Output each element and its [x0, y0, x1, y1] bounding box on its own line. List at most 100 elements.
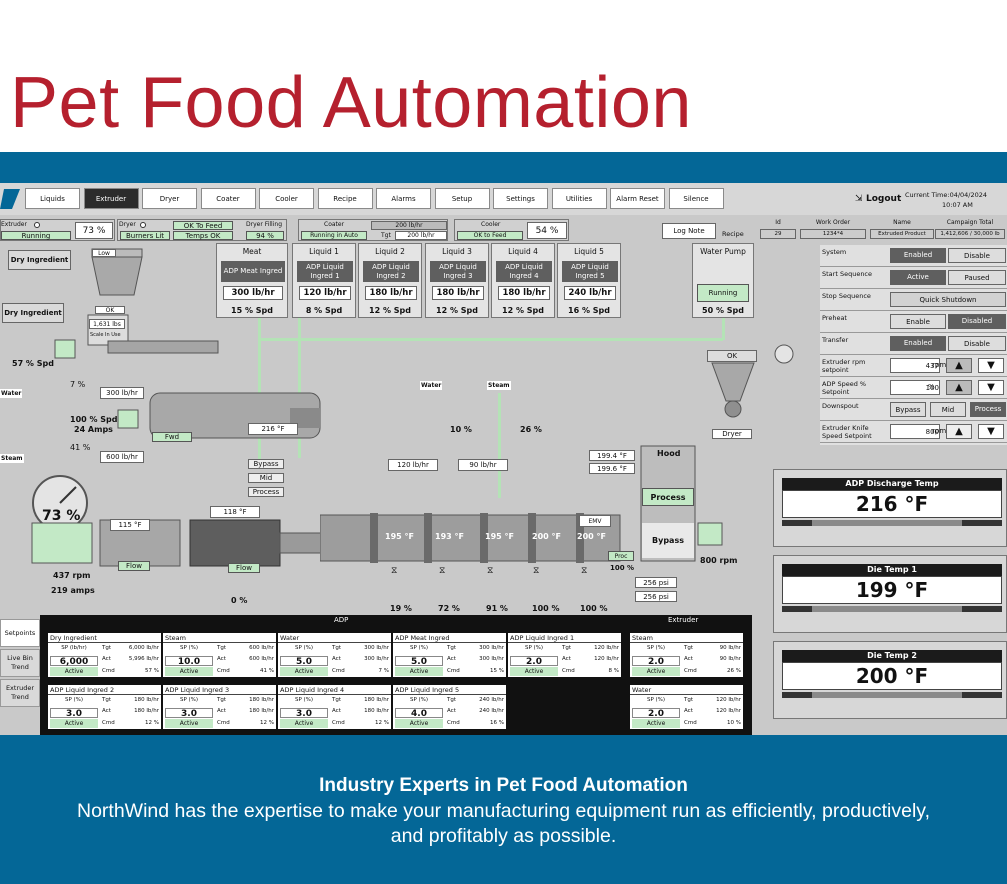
arrow-down-icon[interactable]: ▼	[978, 358, 1004, 373]
knife-rpm: 800 rpm	[700, 556, 738, 565]
water-line-rate: 120 lb/hr	[388, 459, 438, 471]
proc-indicator: Proc	[608, 551, 634, 561]
setpoint-input[interactable]: 3.0	[165, 708, 213, 719]
valve-icon: ⧖	[581, 566, 588, 576]
hood-temp-1: 199.4 °F	[589, 450, 635, 461]
tgt-label: Tgt	[217, 697, 227, 703]
arrow-up-icon[interactable]: ▲	[946, 380, 972, 395]
temp-bar	[782, 520, 1002, 526]
nav-tab-coater[interactable]: Coater	[200, 188, 256, 209]
downspout-mid-button[interactable]: Mid	[930, 402, 966, 417]
setpoint-input[interactable]: 5.0	[280, 656, 328, 667]
temp-value: 200 °F	[782, 662, 1002, 690]
nav-tab-silence[interactable]: Silence	[668, 188, 724, 209]
downspout-process-button[interactable]: Process	[970, 402, 1006, 417]
logout-button[interactable]: Logout	[866, 194, 902, 204]
setting-option-b[interactable]: Disabled	[948, 314, 1006, 329]
act-value: 600 lb/hr	[249, 656, 274, 662]
setpoint-input[interactable]: 2.0	[510, 656, 558, 667]
setting-option-b[interactable]: Disable	[948, 336, 1006, 351]
cmd-label: Cmd	[332, 720, 345, 726]
nav-tab-alarms[interactable]: Alarms	[376, 188, 431, 209]
card-speed: 12 % Spd	[369, 306, 411, 315]
setting-option-a[interactable]: Active	[890, 270, 946, 285]
setpoint-input[interactable]: 2.0	[632, 656, 680, 667]
nav-tab-setup[interactable]: Setup	[434, 188, 490, 209]
nav-tab-alarm-reset[interactable]: Alarm Reset	[610, 188, 665, 209]
nav-tab-extruder[interactable]: Extruder	[83, 188, 139, 209]
setting-option-a[interactable]: Enable	[890, 314, 946, 329]
tgt-label: Tgt	[684, 645, 694, 651]
arrow-up-icon[interactable]: ▲	[946, 424, 972, 439]
dryer-button[interactable]: Dryer	[712, 429, 752, 439]
setpoint-input[interactable]: 10.0	[165, 656, 213, 667]
downspout-bypass-button[interactable]: Bypass	[890, 402, 926, 417]
act-value: 120 lb/hr	[594, 656, 619, 662]
tgt-value: 120 lb/hr	[716, 697, 741, 703]
cmd-value: 16 %	[490, 720, 504, 726]
hood-process: Process	[642, 488, 694, 506]
water-pump-card: Water Pump Running 50 % Spd	[692, 243, 754, 318]
arrow-down-icon[interactable]: ▼	[978, 380, 1004, 395]
setpoint-input[interactable]: 2.0	[632, 708, 680, 719]
side-tab-2[interactable]: Live Bin Trend	[0, 649, 40, 677]
mid-option[interactable]: Mid	[248, 473, 284, 483]
cmd-label: Cmd	[447, 720, 460, 726]
setting-quick-shutdown-button[interactable]: Quick Shutdown	[890, 292, 1006, 307]
setpoint-input[interactable]: 6,000	[50, 656, 98, 667]
log-note-button[interactable]: Log Note	[662, 223, 716, 239]
dry-ingredient-2-button[interactable]: Dry Ingredient	[2, 303, 64, 323]
active-indicator: Active	[632, 667, 680, 676]
setpoint-input[interactable]: 3.0	[280, 708, 328, 719]
setting-option-a[interactable]: Enabled	[890, 336, 946, 351]
bypass-option[interactable]: Bypass	[248, 459, 284, 469]
nav-tab-recipe[interactable]: Recipe	[317, 188, 373, 209]
tgt-value: 6,000 lb/hr	[128, 645, 159, 651]
arrow-down-icon[interactable]: ▼	[978, 424, 1004, 439]
nav-tab-dryer[interactable]: Dryer	[142, 188, 197, 209]
setpoint-input[interactable]: 4.0	[395, 708, 443, 719]
setting-option-a[interactable]: Enabled	[890, 248, 946, 263]
nav-tab-settings[interactable]: Settings	[493, 188, 548, 209]
dry-ingredient-1-button[interactable]: Dry Ingredient	[8, 250, 71, 270]
setting-input-value[interactable]: 437	[890, 358, 940, 373]
nav-tab-utilities[interactable]: Utilities	[551, 188, 607, 209]
arrow-up-icon[interactable]: ▲	[946, 358, 972, 373]
cmd-label: Cmd	[102, 668, 115, 674]
setpoint-input[interactable]: 5.0	[395, 656, 443, 667]
temp-bar-fill	[812, 520, 962, 526]
steam-inlet-label: Steam	[0, 454, 24, 463]
side-tab-3[interactable]: Extruder Trend	[0, 679, 40, 707]
setpoint-input[interactable]: 3.0	[50, 708, 98, 719]
setting-input-value[interactable]: 800	[890, 424, 940, 439]
nav-tab-cooler[interactable]: Cooler	[259, 188, 314, 209]
process-option[interactable]: Process	[248, 487, 284, 497]
setting-input-value[interactable]: 100	[890, 380, 940, 395]
act-label: Act	[684, 656, 693, 662]
setting-option-b[interactable]: Paused	[948, 270, 1006, 285]
setting-option-b[interactable]: Disable	[948, 248, 1006, 263]
cmd-value: 41 %	[260, 668, 274, 674]
setpoint-label: SP (%)	[646, 697, 666, 703]
side-tab-1[interactable]: Setpoints	[0, 619, 40, 647]
nav-tab-liquids[interactable]: Liquids	[25, 188, 80, 209]
low-level-indicator: Low	[92, 249, 116, 257]
